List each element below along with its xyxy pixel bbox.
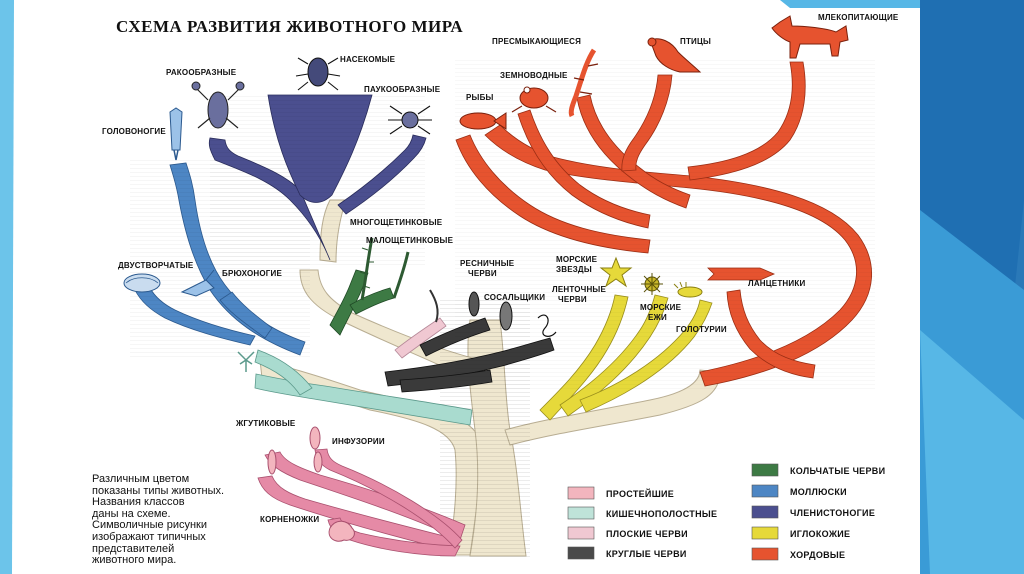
sea-urchin-icon — [641, 273, 663, 295]
label-kornenozhki: КОРНЕНОЖКИ — [260, 515, 319, 524]
spider-icon — [388, 105, 432, 135]
label-resnichnye-1: РЕСНИЧНЫЕ — [460, 259, 515, 268]
bird-icon — [647, 37, 702, 73]
hydra-icon — [237, 351, 255, 372]
label-rakoobraznye: РАКООБРАЗНЫЕ — [166, 68, 237, 77]
right-panel-accent — [920, 330, 1024, 574]
label-lentochnye-2: ЧЕРВИ — [558, 295, 587, 304]
label-ryby: РЫБЫ — [466, 93, 494, 102]
label-resnichnye-2: ЧЕРВИ — [468, 269, 497, 278]
label-morskie-zvezdy-1: МОРСКИЕ — [556, 255, 598, 264]
label-golovonogie: ГОЛОВОНОГИЕ — [102, 127, 166, 136]
legend-label: ИГЛОКОЖИЕ — [790, 529, 850, 539]
label-zemnovodnye: ЗЕМНОВОДНЫЕ — [500, 71, 568, 80]
label-lentochnye-1: ЛЕНТОЧНЫЕ — [552, 285, 606, 294]
label-golotyurii: ГОЛОТУРИИ — [676, 325, 727, 334]
branch-protozoa-4 — [314, 448, 463, 549]
legend-label: ПРОСТЕЙШИЕ — [606, 488, 674, 499]
lizard-icon — [568, 48, 599, 118]
legend-item: КРУГЛЫЕ ЧЕРВИ — [567, 546, 687, 560]
arthropods-stripes — [210, 95, 425, 265]
top-right-strip — [780, 0, 920, 8]
label-bryukhonogie: БРЮХОНОГИЕ — [222, 269, 282, 278]
legend-item: МОЛЛЮСКИ — [751, 484, 847, 498]
legend-swatch — [751, 463, 779, 477]
squid-icon — [169, 107, 183, 161]
label-dvustvorchatye: ДВУСТВОРЧАТЫЕ — [118, 261, 194, 270]
label-zhgutikovye: ЖГУТИКОВЫЕ — [235, 419, 296, 428]
legend-item: ИГЛОКОЖИЕ — [751, 526, 850, 540]
legend-swatch — [567, 506, 595, 520]
dog-icon — [771, 15, 849, 59]
legend-item: ПЛОСКИЕ ЧЕРВИ — [567, 526, 688, 540]
branch-protozoa-2 — [257, 475, 461, 553]
chordates-stripes — [455, 60, 875, 390]
label-morskie-ezhi-2: ЕЖИ — [648, 313, 667, 322]
label-presmykayushchiesya: ПРЕСМЫКАЮЩИЕСЯ — [492, 37, 581, 46]
label-sosalshchiki: СОСАЛЬЩИКИ — [484, 293, 545, 302]
snail-icon — [180, 269, 215, 297]
legend-swatch — [751, 526, 779, 540]
label-mlekopitayushchie: МЛЕКОПИТАЮЩИЕ — [818, 13, 899, 22]
legend-item: ХОРДОВЫЕ — [751, 547, 845, 561]
label-paukoobraznye: ПАУКООБРАЗНЫЕ — [364, 85, 441, 94]
diagram-title: СХЕМА РАЗВИТИЯ ЖИВОТНОГО МИРА — [116, 17, 463, 36]
branch-flatworms — [394, 317, 447, 359]
clam-icon — [123, 273, 161, 293]
legend-label: КОЛЬЧАТЫЕ ЧЕРВИ — [790, 466, 885, 476]
label-mnogoshchetinkovye: МНОГОЩЕТИНКОВЫЕ — [350, 218, 443, 227]
paramecium-icon — [309, 426, 323, 473]
label-maloshchetinkovye: МАЛОЩЕТИНКОВЫЕ — [366, 236, 454, 245]
legend-label: ПЛОСКИЕ ЧЕРВИ — [606, 529, 688, 539]
label-nasekomye: НАСЕКОМЫЕ — [340, 55, 396, 64]
starfish-icon — [599, 256, 633, 288]
branch-annelids — [329, 269, 369, 336]
planarian-icon — [429, 289, 439, 323]
legend-label: КРУГЛЫЕ ЧЕРВИ — [606, 549, 687, 559]
legend-label: КИШЕЧНОПОЛОСТНЫЕ — [606, 509, 717, 519]
amoeba-icon — [328, 520, 355, 542]
explanatory-note: Различным цветом показаны типы животных.… — [92, 473, 225, 567]
earthworm-icon — [392, 251, 410, 299]
legend-swatch — [751, 547, 779, 561]
euglena-icon — [267, 449, 277, 475]
legend-item: ЧЛЕНИСТОНОГИЕ — [751, 505, 875, 519]
legend-item: ПРОСТЕЙШИЕ — [567, 486, 674, 500]
beetle-icon — [295, 57, 341, 91]
legend: ПРОСТЕЙШИЕ КИШЕЧНОПОЛОСТНЫЕ ПЛОСКИЕ ЧЕРВ… — [567, 463, 885, 561]
label-ptitsy: ПТИЦЫ — [680, 37, 711, 46]
fish-icon — [459, 112, 507, 130]
legend-swatch — [567, 486, 595, 500]
sea-cucumber-icon — [673, 281, 703, 298]
left-edge-stripe — [0, 0, 14, 574]
branch-protozoa-3 — [327, 517, 461, 557]
legend-swatch — [751, 484, 779, 498]
legend-swatch — [751, 505, 779, 519]
label-infuzorii: ИНФУЗОРИИ — [332, 437, 385, 446]
tapeworm-icon — [537, 314, 557, 337]
label-lantsetniki: ЛАНЦЕТНИКИ — [748, 279, 805, 288]
label-morskie-zvezdy-2: ЗВЕЗДЫ — [556, 265, 592, 274]
label-morskie-ezhi-1: МОРСКИЕ — [640, 303, 682, 312]
lobster-icon — [191, 81, 245, 129]
legend-item: КОЛЬЧАТЫЕ ЧЕРВИ — [751, 463, 885, 477]
legend-swatch — [567, 526, 595, 540]
legend-label: ХОРДОВЫЕ — [790, 550, 845, 560]
legend-label: МОЛЛЮСКИ — [790, 487, 847, 497]
legend-label: ЧЛЕНИСТОНОГИЕ — [790, 508, 875, 518]
fluke-icon — [468, 291, 513, 331]
legend-swatch — [567, 546, 595, 560]
frog-icon — [511, 86, 557, 113]
polychaete-worm-icon — [359, 237, 374, 301]
legend-item: КИШЕЧНОПОЛОСТНЫЕ — [567, 506, 717, 520]
